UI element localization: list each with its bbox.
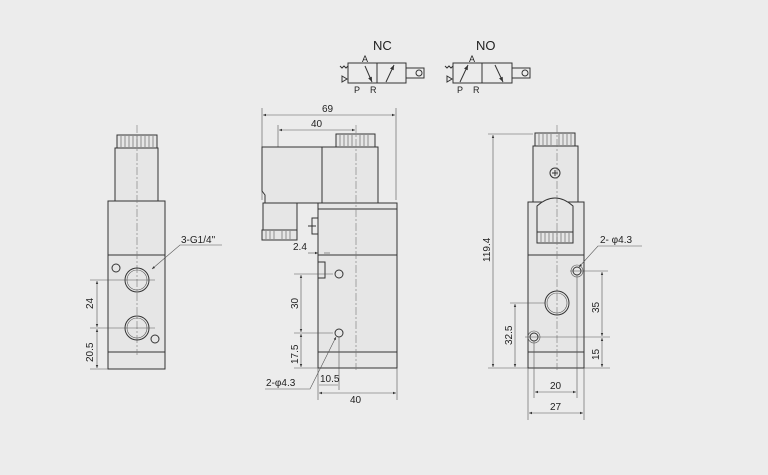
port-label: 3-G1/4": [181, 235, 216, 246]
dim-side-hole-bottom: 15: [591, 348, 602, 360]
no-symbol: NO A P R: [444, 38, 531, 95]
no-port-p: P: [457, 85, 463, 95]
nc-port-p: P: [354, 85, 360, 95]
dim-hole-side: 10.5: [320, 374, 340, 385]
left-view: 24 20.5 3-G1/4": [85, 125, 222, 370]
dim-overall-width: 69: [322, 104, 334, 115]
dim-port-bottom: 20.5: [85, 342, 96, 362]
front-view: 69 40 30 17.5 2.4 10.5 40 2-φ4.3: [261, 104, 398, 406]
no-port-r: R: [473, 85, 480, 95]
dim-hole-pitch: 20: [550, 381, 562, 392]
dim-hole-bottom: 17.5: [290, 344, 301, 364]
dim-side-hole-spacing: 35: [591, 301, 602, 313]
dim-coil-offset: 40: [311, 119, 323, 130]
side-hole-label: 2- φ4.3: [600, 235, 632, 246]
dim-step: 2.4: [293, 242, 307, 253]
dim-hole-spacing: 30: [290, 297, 301, 309]
no-title: NO: [476, 38, 496, 53]
dim-height: 119.4: [482, 237, 493, 262]
nc-title: NC: [373, 38, 392, 53]
dim-port-height: 32.5: [504, 325, 515, 345]
dim-port-spacing: 24: [85, 297, 96, 309]
nc-port-a: A: [362, 54, 368, 64]
dim-body-width: 40: [350, 395, 362, 406]
dim-side-width: 27: [550, 402, 562, 413]
front-hole-label: 2-φ4.3: [266, 378, 296, 389]
side-view: 119.4 35 15 32.5 20 27 2- φ4.3: [482, 125, 642, 420]
nc-symbol: NC A P R: [339, 38, 425, 95]
nc-port-r: R: [370, 85, 377, 95]
no-port-a: A: [469, 54, 475, 64]
